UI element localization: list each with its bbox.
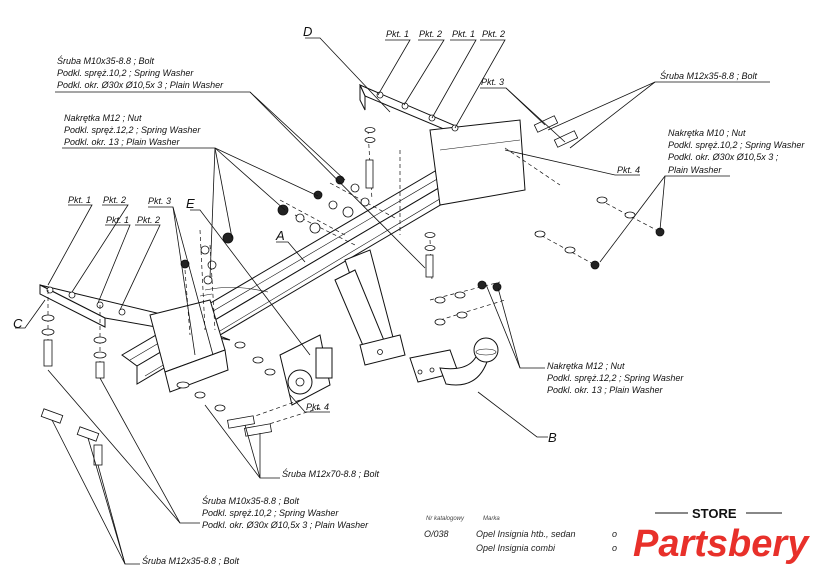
callout-bolt-m12x35-top: Śruba M12x35-8.8 ; Bolt <box>660 70 758 81</box>
callout-bolt-m10-top: Śruba M10x35-8.8 ; Bolt Podkl. spręż.10,… <box>57 55 224 90</box>
socket-bracket-e <box>199 287 333 406</box>
svg-text:Podkl. okr. Ø30x Ø10,5x 3 ;: Podkl. okr. Ø30x Ø10,5x 3 ; <box>668 152 779 162</box>
washer-group-top <box>277 127 436 278</box>
svg-text:Podkl. spręż.12,2 ; Spring Was: Podkl. spręż.12,2 ; Spring Washer <box>547 373 684 383</box>
trailing-1: o <box>612 529 617 539</box>
svg-text:Plain Washer: Plain Washer <box>668 165 722 175</box>
callout-nut-m10-right: Nakrętka M10 ; Nut Podkl. spręż.10,2 ; S… <box>668 128 805 175</box>
svg-text:Nakrętka M12 ; Nut: Nakrętka M12 ; Nut <box>547 361 625 371</box>
svg-text:Podkl. spręż.12,2 ; Spring Was: Podkl. spręż.12,2 ; Spring Washer <box>64 125 201 135</box>
callout-nut-m12-right: Nakrętka M12 ; Nut Podkl. spręż.12,2 ; S… <box>547 361 684 395</box>
label-c: C <box>13 316 23 331</box>
label-pkt1-top-a: Pkt. 1 <box>386 29 409 39</box>
svg-text:Śruba M10x35-8.8 ; Bolt: Śruba M10x35-8.8 ; Bolt <box>57 55 155 66</box>
ball-hitch-b <box>409 337 499 386</box>
label-pkt2-top-b: Pkt. 2 <box>482 29 505 39</box>
leader-lines <box>15 37 770 565</box>
svg-text:Nakrętka M12 ; Nut: Nakrętka M12 ; Nut <box>64 113 142 123</box>
model-2: Opel Insignia combi <box>476 543 556 553</box>
label-pkt1-left-b: Pkt. 1 <box>106 215 129 225</box>
label-pkt4-right: Pkt. 4 <box>617 165 640 175</box>
svg-text:Śruba M12x70-8.8 ; Bolt: Śruba M12x70-8.8 ; Bolt <box>282 468 380 479</box>
callout-nut-m12-left: Nakrętka M12 ; Nut Podkl. spręż.12,2 ; S… <box>64 113 201 147</box>
callout-bolt-m10-bottom: Śruba M10x35-8.8 ; Bolt Podkl. spręż.10,… <box>202 495 369 530</box>
label-d: D <box>303 24 312 39</box>
partsbery-logo: STORE Partsbery <box>633 506 810 565</box>
brand-header: Marka <box>483 516 500 522</box>
callout-bolt-m12x70: Śruba M12x70-8.8 ; Bolt <box>282 468 380 479</box>
washer-group-bottom <box>176 280 502 437</box>
catalog-number: O/038 <box>424 529 449 539</box>
label-pkt1-top-b: Pkt. 1 <box>452 29 475 39</box>
svg-text:Śruba M12x35-8.8 ; Bolt: Śruba M12x35-8.8 ; Bolt <box>142 555 240 566</box>
catalog-info: Nr katalogowy O/038 Marka Opel Insignia … <box>424 516 617 553</box>
trailing-2: o <box>612 543 617 553</box>
label-pkt2-left-b: Pkt. 2 <box>137 215 160 225</box>
label-a: A <box>275 228 285 243</box>
svg-text:Podkl. okr. Ø30x Ø10,5x 3 ; P: Podkl. okr. Ø30x Ø10,5x 3 ; Plain Washer <box>202 520 369 530</box>
label-pkt2-top-a: Pkt. 2 <box>419 29 442 39</box>
right-bracket-d <box>359 84 526 206</box>
model-1: Opel Insignia htb., sedan <box>476 529 576 539</box>
logo-store-text: STORE <box>692 506 737 521</box>
washer-group-right <box>533 115 665 270</box>
svg-text:Podkl. okr. 13 ; Plain Washer: Podkl. okr. 13 ; Plain Washer <box>64 137 181 147</box>
svg-text:Śruba M10x35-8.8 ; Bolt: Śruba M10x35-8.8 ; Bolt <box>202 495 300 506</box>
svg-text:Podkl. spręż.10,2 ; Spring Was: Podkl. spręż.10,2 ; Spring Washer <box>57 68 194 78</box>
logo-name-text: Partsbery <box>633 523 810 565</box>
left-bracket-c <box>39 284 231 393</box>
catalog-header: Nr katalogowy <box>426 516 465 522</box>
center-hitch-bracket <box>334 249 406 366</box>
washer-group-left <box>40 232 234 466</box>
label-pkt1-left-a: Pkt. 1 <box>68 195 91 205</box>
svg-text:Śruba M12x35-8.8 ; Bolt: Śruba M12x35-8.8 ; Bolt <box>660 70 758 81</box>
svg-text:Nakrętka M10 ; Nut: Nakrętka M10 ; Nut <box>668 128 746 138</box>
label-pkt3-right: Pkt. 3 <box>481 77 504 87</box>
svg-text:Podkl. okr. Ø30x Ø10,5x 3 ; Pl: Podkl. okr. Ø30x Ø10,5x 3 ; Plain Washer <box>57 80 224 90</box>
label-pkt4-bottom: Pkt. 4 <box>306 402 329 412</box>
hardware-exploded <box>40 115 665 466</box>
label-e: E <box>186 196 195 211</box>
svg-text:Podkl. spręż.10,2 ; Spring Was: Podkl. spręż.10,2 ; Spring Washer <box>202 508 339 518</box>
svg-text:Podkl. okr. 13 ; Plain Washer: Podkl. okr. 13 ; Plain Washer <box>547 385 664 395</box>
label-pkt3-left: Pkt. 3 <box>148 196 171 206</box>
label-b: B <box>548 430 557 445</box>
svg-text:Podkl. spręż.10,2 ; Spring Was: Podkl. spręż.10,2 ; Spring Washer <box>668 140 805 150</box>
label-pkt2-left-a: Pkt. 2 <box>103 195 126 205</box>
callout-bolt-m12x35-bottom: Śruba M12x35-8.8 ; Bolt <box>142 555 240 566</box>
